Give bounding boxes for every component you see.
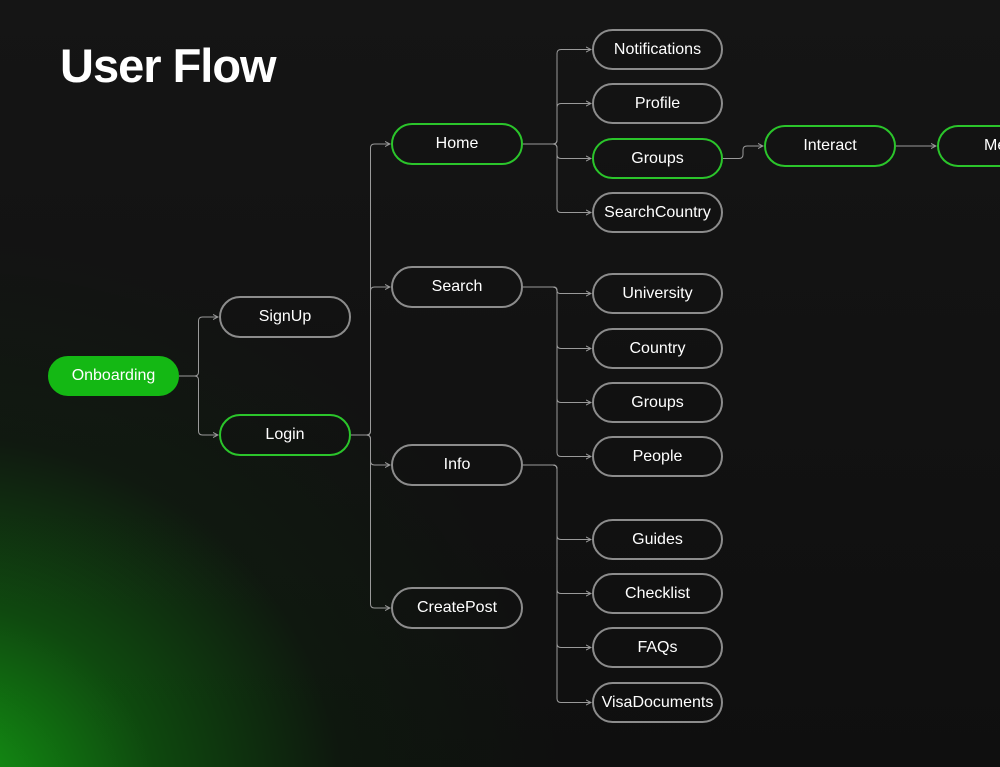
node-checklist[interactable]: Checklist <box>592 573 723 614</box>
node-me[interactable]: Me <box>937 125 1000 167</box>
node-home[interactable]: Home <box>391 123 523 165</box>
node-profile[interactable]: Profile <box>592 83 723 124</box>
node-visadocuments[interactable]: VisaDocuments <box>592 682 723 723</box>
node-signup[interactable]: SignUp <box>219 296 351 338</box>
node-onboarding[interactable]: Onboarding <box>48 356 179 396</box>
node-createpost[interactable]: CreatePost <box>391 587 523 629</box>
connector-onboarding-to-login <box>179 375 218 435</box>
connector-onboarding-to-signup <box>179 317 218 377</box>
node-searchcountry[interactable]: SearchCountry <box>592 192 723 233</box>
connector-login-to-createpost <box>351 434 390 608</box>
node-notifications[interactable]: Notifications <box>592 29 723 70</box>
node-info[interactable]: Info <box>391 444 523 486</box>
connector-home-to-searchcountry <box>523 143 591 213</box>
connector-home_groups-to-interact <box>723 146 763 159</box>
node-search-groups[interactable]: Groups <box>592 382 723 423</box>
node-search[interactable]: Search <box>391 266 523 308</box>
node-interact[interactable]: Interact <box>764 125 896 167</box>
node-guides[interactable]: Guides <box>592 519 723 560</box>
connector-login-to-search <box>351 287 390 436</box>
page-title: User Flow <box>60 39 277 92</box>
connector-home-to-profile <box>523 104 591 145</box>
node-university[interactable]: University <box>592 273 723 314</box>
connector-search-to-people <box>523 286 591 457</box>
node-me-label: Me <box>984 137 1000 154</box>
node-faqs[interactable]: FAQs <box>592 627 723 668</box>
node-home-groups[interactable]: Groups <box>592 138 723 179</box>
node-country[interactable]: Country <box>592 328 723 369</box>
connector-info-to-visadocuments <box>523 464 591 703</box>
node-people[interactable]: People <box>592 436 723 477</box>
node-login[interactable]: Login <box>219 414 351 456</box>
